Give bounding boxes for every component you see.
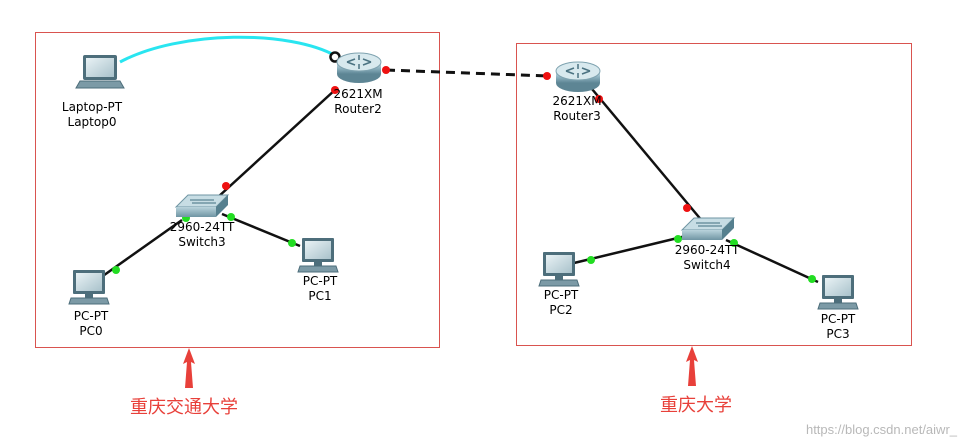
link-router3-switch4[interactable]: [591, 88, 704, 223]
port-switch4-pc3: [730, 239, 738, 247]
device-model: PC-PT: [73, 309, 109, 323]
port-console-router2: [329, 51, 341, 63]
device-label-pc0: PC-PT PC0: [74, 309, 109, 339]
arrow-up-icon: [686, 346, 698, 386]
pc-icon[interactable]: [817, 275, 859, 310]
router-icon[interactable]: [555, 61, 601, 92]
switch-icon[interactable]: [680, 217, 736, 240]
device-name: PC2: [549, 303, 573, 317]
switch-icon[interactable]: [174, 194, 230, 217]
device-name: PC0: [79, 324, 103, 338]
device-label-switch4: 2960-24TT Switch4: [675, 243, 740, 273]
link-serial-router2-router3[interactable]: [385, 68, 549, 78]
device-label-pc3: PC-PT PC3: [821, 312, 856, 342]
port-switch4-pc2: [674, 235, 682, 243]
device-model: Laptop-PT: [61, 100, 123, 114]
device-label-pc2: PC-PT PC2: [544, 288, 579, 318]
device-label-router3: 2621XM Router3: [552, 94, 601, 124]
device-name: Switch3: [178, 235, 226, 249]
device-model: 2960-24TT: [674, 243, 740, 257]
pc-icon[interactable]: [538, 252, 580, 287]
area-box-cqu: [516, 43, 912, 346]
device-name: Router3: [553, 109, 601, 123]
port-pc0: [112, 266, 120, 274]
device-model: 2621XM: [552, 94, 602, 108]
router-icon[interactable]: [336, 52, 382, 83]
port-router3-fa: [595, 95, 603, 103]
device-name: Laptop0: [67, 115, 117, 129]
device-label-switch3: 2960-24TT Switch3: [170, 220, 235, 250]
device-name: Switch4: [683, 258, 731, 272]
port-pc3: [808, 275, 816, 283]
laptop-icon[interactable]: [75, 55, 125, 89]
area-title-cqu: 重庆大学: [660, 395, 732, 416]
area-box-cqjtu: [35, 32, 440, 348]
pc-icon[interactable]: [297, 238, 339, 273]
area-title-cqjtu: 重庆交通大学: [130, 397, 238, 418]
link-console-laptop0-router2[interactable]: [119, 35, 337, 64]
device-model: PC-PT: [543, 288, 579, 302]
device-name: PC3: [826, 327, 850, 341]
watermark: https://blog.csdn.net/aiwr_: [805, 422, 957, 437]
port-router2-fa: [331, 86, 339, 94]
port-switch4-uplink: [683, 204, 691, 212]
device-name: PC1: [308, 289, 332, 303]
device-name: Router2: [334, 102, 382, 116]
link-switch3-pc1[interactable]: [221, 212, 301, 248]
device-model: 2621XM: [333, 87, 383, 101]
port-router2-serial: [382, 66, 390, 74]
port-switch3-uplink: [222, 182, 230, 190]
port-router3-serial: [543, 72, 551, 80]
pc-icon[interactable]: [68, 270, 110, 305]
port-pc1: [288, 239, 296, 247]
port-switch3-pc1: [227, 213, 235, 221]
link-switch4-pc3[interactable]: [725, 238, 819, 284]
link-router2-switch3[interactable]: [205, 88, 337, 209]
port-pc2: [587, 256, 595, 264]
device-label-router2: 2621XM Router2: [333, 87, 382, 117]
arrow-up-icon: [183, 348, 195, 388]
device-model: PC-PT: [302, 274, 338, 288]
device-label-pc1: PC-PT PC1: [303, 274, 338, 304]
device-model: 2960-24TT: [169, 220, 235, 234]
device-label-laptop0: Laptop-PT Laptop0: [62, 100, 122, 130]
device-model: PC-PT: [820, 312, 856, 326]
